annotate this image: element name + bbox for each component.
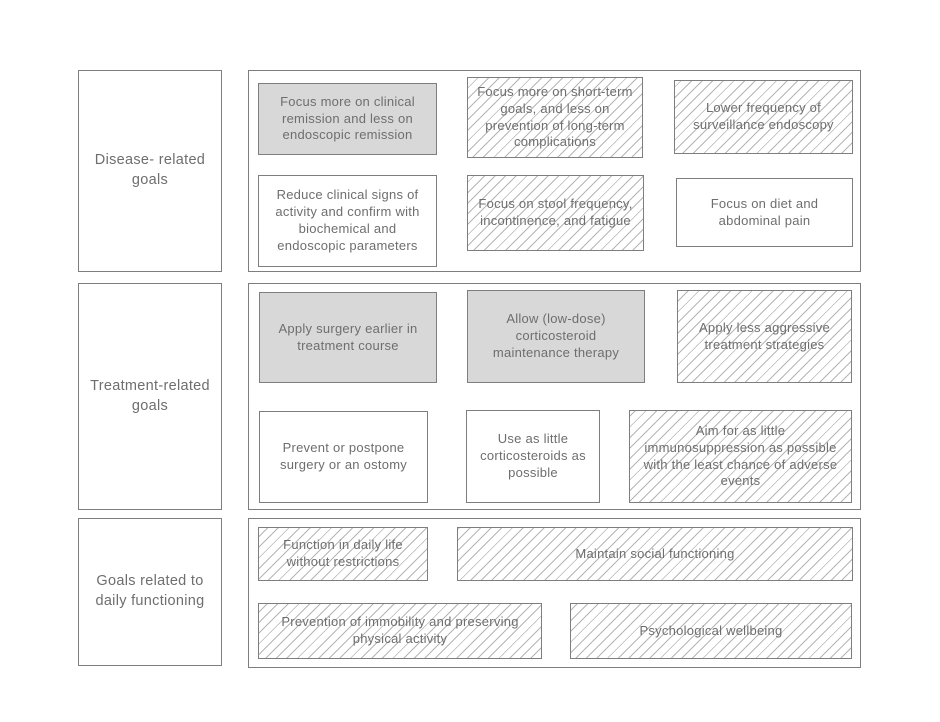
goal-box: Focus more on short-term goals, and less… <box>467 77 643 158</box>
goal-text: Prevention of immobility and preserving … <box>281 614 519 646</box>
goal-text: Use as little corticosteroids as possibl… <box>480 431 586 480</box>
goal-box: Allow (low-dose) corticosteroid maintena… <box>467 290 645 383</box>
goal-text: Focus on stool frequency, incontinence, … <box>478 196 633 228</box>
category-label-text: Goals related to daily functioning <box>95 573 205 609</box>
goal-box: Psychological wellbeing <box>570 603 852 659</box>
goal-box: Apply surgery earlier in treatment cours… <box>259 292 437 383</box>
goal-box: Prevention of immobility and preserving … <box>258 603 542 659</box>
goal-box: Focus more on clinical remission and les… <box>258 83 437 155</box>
goal-text: Function in daily life without restricti… <box>283 537 403 569</box>
goal-text: Focus on diet and abdominal pain <box>710 195 819 228</box>
category-label-disease-goals: Disease- related goals <box>78 70 222 272</box>
category-label-text: Treatment-related goals <box>90 377 210 414</box>
category-label-text: Disease- related goals <box>94 152 206 188</box>
goal-box: Function in daily life without restricti… <box>258 527 428 581</box>
goal-text: Focus more on clinical remission and les… <box>280 93 415 143</box>
goal-box: Maintain social functioning <box>457 527 853 581</box>
goal-box: Reduce clinical signs of activity and co… <box>258 175 437 267</box>
goal-box: Prevent or postpone surgery or an ostomy <box>259 411 428 503</box>
goal-box: Focus on stool frequency, incontinence, … <box>467 175 644 251</box>
goal-text: Reduce clinical signs of activity and co… <box>275 187 420 253</box>
goal-box: Apply less aggressive treatment strategi… <box>677 290 852 383</box>
goal-text: Lower frequency of surveillance endoscop… <box>693 100 834 132</box>
goal-text: Apply less aggressive treatment strategi… <box>699 319 830 352</box>
goal-box: Use as little corticosteroids as possibl… <box>466 410 600 503</box>
goal-text: Apply surgery earlier in treatment cours… <box>278 320 418 353</box>
category-label-treatment-goals: Treatment-related goals <box>78 283 222 510</box>
goal-text: Aim for as little immunosuppression as p… <box>643 422 838 489</box>
goal-text: Prevent or postpone surgery or an ostomy <box>279 440 408 472</box>
goal-box: Aim for as little immunosuppression as p… <box>629 410 852 503</box>
goal-text: Psychological wellbeing <box>639 622 783 638</box>
goal-text: Focus more on short-term goals, and less… <box>477 83 633 150</box>
goal-text: Maintain social functioning <box>575 545 735 561</box>
goal-text: Allow (low-dose) corticosteroid maintena… <box>492 311 620 360</box>
category-label-daily-functioning-goals: Goals related to daily functioning <box>78 518 222 666</box>
goal-box: Focus on diet and abdominal pain <box>676 178 853 247</box>
goal-box: Lower frequency of surveillance endoscop… <box>674 80 853 154</box>
